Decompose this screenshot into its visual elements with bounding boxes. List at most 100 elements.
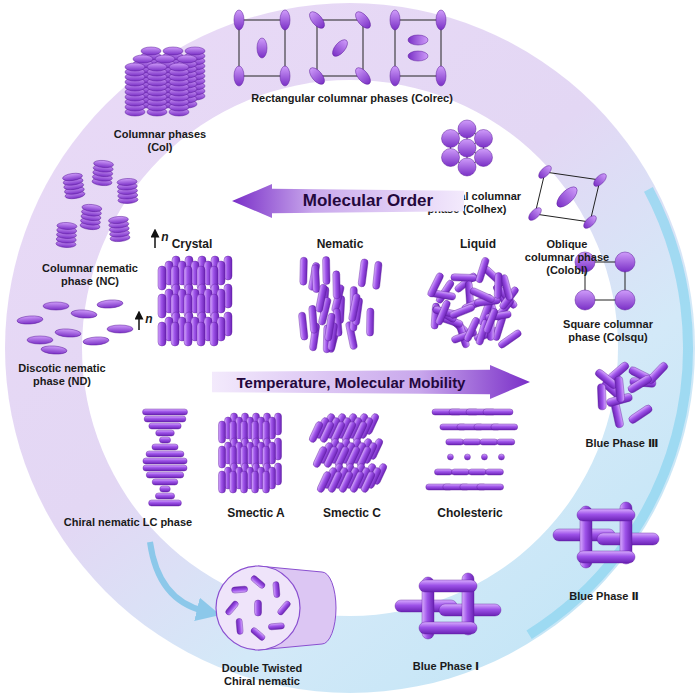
chiral-helix-figure bbox=[146, 451, 184, 457]
director-arrow bbox=[138, 315, 140, 330]
blue-phase-2-figure bbox=[577, 509, 635, 521]
crystal-figure bbox=[158, 294, 166, 318]
cholesteric-figure bbox=[491, 424, 518, 430]
phase-label: Square columnar phase (Colsqu) bbox=[563, 318, 653, 344]
smectic-a-figure bbox=[219, 471, 226, 493]
liquid-figure bbox=[435, 299, 452, 326]
double-twist-figure bbox=[216, 566, 300, 650]
chiral-helix-figure bbox=[152, 479, 178, 485]
liquid-figure bbox=[475, 257, 490, 284]
crystal-figure bbox=[184, 322, 192, 346]
background-ring bbox=[82, 80, 618, 616]
phase-label: Liquid bbox=[438, 237, 518, 251]
background-ring bbox=[5, 3, 695, 693]
smectic-a-figure bbox=[230, 471, 237, 493]
smectic-c-figure bbox=[308, 413, 388, 494]
chiral-helix-figure bbox=[146, 472, 184, 478]
crystal-figure bbox=[158, 322, 166, 346]
cholesteric-figure bbox=[463, 439, 481, 445]
liquid-figure bbox=[463, 316, 480, 342]
phase-label: Double Twisted Chiral nematic bbox=[212, 662, 312, 688]
rectangular-lattice bbox=[390, 10, 400, 30]
columnar-figure bbox=[177, 55, 197, 63]
chiral-helix-figure bbox=[160, 486, 171, 492]
smectic-a-figure bbox=[263, 471, 270, 493]
director-arrow bbox=[154, 233, 156, 248]
hexagonal-lattice bbox=[474, 149, 492, 167]
crystal-figure bbox=[158, 266, 166, 290]
double-twist-figure bbox=[236, 618, 243, 634]
oblique-lattice bbox=[582, 214, 599, 231]
phase-label: Discotic nematic phase (ND) bbox=[12, 362, 112, 388]
cholesteric-figure bbox=[426, 409, 518, 490]
liquid-figure bbox=[427, 272, 445, 298]
liquid-figure bbox=[497, 329, 522, 350]
crystal-figure bbox=[171, 322, 179, 346]
nematic-figure bbox=[323, 256, 331, 284]
blue-phase-3-figure bbox=[597, 384, 606, 410]
rectangular-lattice bbox=[280, 66, 290, 86]
crystal-figure bbox=[197, 322, 205, 346]
double-twist-figure bbox=[268, 623, 284, 630]
phase-label: Oblique columnar phase (Colobl) bbox=[522, 238, 612, 278]
director-arrow bbox=[139, 233, 155, 330]
discotic-nematic-figure bbox=[55, 328, 81, 338]
columnar-figure bbox=[147, 63, 167, 71]
cholesteric-figure bbox=[498, 454, 504, 460]
phase-label: Blue Phase Ⅰ bbox=[401, 660, 491, 673]
cholesteric-figure bbox=[434, 469, 452, 475]
double-twist-figure bbox=[225, 600, 240, 616]
cholesteric-figure bbox=[497, 439, 515, 445]
rectangular-lattice bbox=[353, 65, 374, 87]
nematic-figure bbox=[333, 271, 341, 299]
columnar-figure bbox=[125, 47, 205, 116]
chiral-helix-figure bbox=[159, 437, 170, 443]
double-twist-figure bbox=[231, 586, 247, 593]
liquid-figure bbox=[494, 272, 502, 298]
nematic-figure bbox=[324, 313, 335, 342]
discotic-nematic-figure bbox=[83, 336, 109, 346]
nematic-figure bbox=[372, 261, 382, 290]
chiral-helix-figure bbox=[143, 409, 188, 506]
columnar-figure bbox=[185, 47, 205, 55]
phase-label: Smectic A bbox=[216, 506, 296, 520]
crystal-figure bbox=[210, 322, 218, 346]
blue-phase-3-figure bbox=[627, 404, 653, 425]
columnar-figure bbox=[141, 47, 161, 55]
phase-label: Blue Phase Ⅱ bbox=[559, 590, 649, 603]
chiral-helix-figure bbox=[143, 409, 188, 415]
phase-label: Columnar phases (Col) bbox=[105, 128, 215, 154]
columnar-nematic-figure bbox=[108, 216, 129, 225]
hexagonal-lattice bbox=[458, 158, 476, 176]
blue-phase-1-figure bbox=[419, 580, 477, 592]
rectangular-lattice bbox=[395, 20, 441, 76]
columnar-nematic-figure bbox=[56, 160, 138, 248]
arrow-band: Temperature, Molecular Mobility bbox=[212, 365, 530, 399]
director-label: n bbox=[142, 312, 156, 326]
square-lattice bbox=[615, 252, 635, 272]
rectangular-lattice bbox=[307, 9, 328, 31]
phase-label: Cholesteric bbox=[425, 506, 515, 520]
rectangular-lattice bbox=[307, 65, 328, 87]
discotic-nematic-figure bbox=[41, 345, 67, 355]
blue-phase-2-figure bbox=[553, 502, 659, 568]
liquid-figure bbox=[427, 257, 523, 350]
square-lattice bbox=[575, 290, 595, 310]
columnar-figure bbox=[133, 55, 153, 63]
smectic-a-figure bbox=[241, 471, 248, 493]
cholesteric-figure bbox=[464, 454, 470, 460]
rectangular-lattice bbox=[234, 10, 244, 30]
double-twist-figure bbox=[250, 575, 266, 590]
rectangular-lattice bbox=[408, 51, 428, 61]
hexagonal-lattice bbox=[458, 139, 476, 157]
hexagonal-lattice bbox=[442, 130, 460, 148]
columnar-nematic-figure bbox=[57, 222, 77, 230]
arrow-shape bbox=[212, 365, 530, 399]
columnar-nematic-figure bbox=[93, 160, 114, 169]
nematic-figure bbox=[366, 308, 374, 336]
cholesteric-figure bbox=[468, 469, 486, 475]
oblique-lattice bbox=[592, 172, 609, 189]
blue-phase-3-figure bbox=[594, 361, 669, 429]
rectangular-lattice bbox=[330, 37, 351, 59]
